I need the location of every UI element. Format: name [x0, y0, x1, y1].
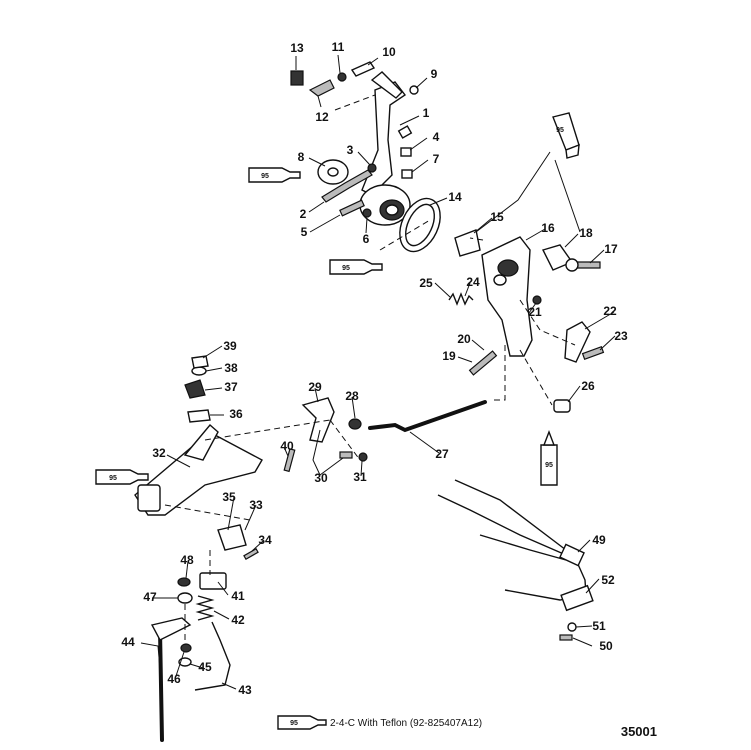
legend-tube-icon — [277, 715, 327, 730]
callout-2: 2 — [300, 207, 307, 221]
callout-20: 20 — [457, 332, 471, 346]
callout-42: 42 — [231, 613, 245, 627]
legend: 95 2-4-C With Teflon (92-825407A12) — [277, 715, 482, 730]
callout-47: 47 — [143, 590, 157, 604]
callout-35: 35 — [222, 490, 236, 504]
callout-12: 12 — [315, 110, 329, 124]
callout-18: 18 — [579, 226, 593, 240]
callout-43: 43 — [238, 683, 252, 697]
callout-38: 38 — [224, 361, 238, 375]
callout-17: 17 — [604, 242, 618, 256]
callout-4: 4 — [433, 130, 440, 144]
tube-label: 95 — [556, 127, 564, 134]
callout-45: 45 — [198, 660, 212, 674]
callout-49: 49 — [592, 533, 606, 547]
control-lever-assembly — [290, 61, 441, 253]
wiring-harness — [437, 479, 594, 641]
legend-tube-label: 95 — [290, 720, 298, 727]
tube-label: 95 — [545, 462, 553, 469]
callout-6: 6 — [363, 232, 370, 246]
callout-30: 30 — [314, 471, 328, 485]
callout-1: 1 — [423, 106, 430, 120]
callout-37: 37 — [224, 380, 238, 394]
assembly-lines — [164, 94, 576, 645]
callout-16: 16 — [541, 221, 555, 235]
callout-11: 11 — [332, 40, 345, 54]
lower-bracket-assembly — [134, 355, 296, 742]
callout-50: 50 — [599, 639, 613, 653]
leader-lines — [140, 54, 616, 693]
grease-tube-8: 95 — [248, 167, 301, 183]
callout-29: 29 — [308, 380, 322, 394]
callout-21: 21 — [528, 305, 542, 319]
callout-32: 32 — [152, 446, 166, 460]
callout-40: 40 — [280, 439, 294, 453]
callout-52: 52 — [601, 573, 615, 587]
callout-14: 14 — [448, 190, 462, 204]
callout-44: 44 — [121, 635, 135, 649]
callout-51: 51 — [592, 619, 606, 633]
callout-33: 33 — [249, 498, 263, 512]
callout-24: 24 — [466, 275, 480, 289]
figure-number: 35001 — [621, 724, 657, 739]
tube-label: 95 — [109, 475, 117, 482]
callout-22: 22 — [603, 304, 617, 318]
grease-tube-14: 95 — [329, 259, 383, 275]
callout-34: 34 — [258, 533, 272, 547]
callout-46: 46 — [167, 672, 181, 686]
callout-41: 41 — [231, 589, 245, 603]
callout-27: 27 — [435, 447, 449, 461]
grease-tube-15: 95 — [552, 112, 580, 159]
callout-10: 10 — [382, 45, 396, 59]
callout-25: 25 — [419, 276, 433, 290]
grease-tube-26: 95 — [540, 430, 558, 486]
callout-8: 8 — [298, 150, 305, 164]
callout-31: 31 — [353, 470, 367, 484]
shift-bracket-assembly — [448, 229, 605, 413]
callout-19: 19 — [442, 349, 456, 363]
callout-48: 48 — [180, 553, 194, 567]
callout-numbers: 13 11 10 9 12 1 4 7 3 8 2 5 6 14 15 16 1… — [121, 40, 628, 697]
callout-26: 26 — [581, 379, 595, 393]
callout-3: 3 — [347, 143, 354, 157]
callout-7: 7 — [433, 152, 440, 166]
callout-39: 39 — [223, 339, 237, 353]
callout-23: 23 — [614, 329, 628, 343]
callout-13: 13 — [290, 41, 304, 55]
tube-label: 95 — [342, 265, 350, 272]
callout-9: 9 — [431, 67, 438, 81]
grease-tube-32: 95 — [95, 469, 149, 485]
shift-rod-assembly — [301, 397, 487, 462]
tube-label: 95 — [261, 173, 269, 180]
legend-text: 2-4-C With Teflon (92-825407A12) — [330, 718, 482, 729]
callout-36: 36 — [229, 407, 243, 421]
callout-5: 5 — [301, 225, 308, 239]
callout-28: 28 — [345, 389, 359, 403]
callout-15: 15 — [490, 210, 504, 224]
